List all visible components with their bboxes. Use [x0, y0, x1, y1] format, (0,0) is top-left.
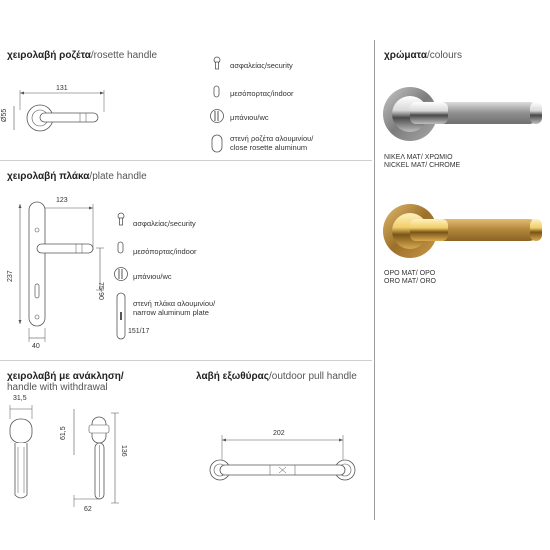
column-divider: [374, 40, 375, 520]
withdrawal-side-dimension: 61,5: [60, 426, 67, 440]
plate-option-wc: μπάνιου/wc: [133, 272, 172, 281]
withdrawal-top-dimension: 31,5: [13, 395, 27, 402]
oro-handle-image: [383, 204, 542, 258]
rosette-option-wc: μπάνιου/wc: [230, 113, 269, 122]
withdrawal-handle-drawing: [9, 405, 119, 507]
rosette-section-title: χειρολαβή ροζέτα/rosette handle: [7, 50, 158, 61]
plate-option-narrow-plate: στενή πλάκα αλουμινίου/ narrow aluminum …: [133, 299, 216, 317]
plate-height-dimension: 237: [7, 270, 14, 282]
security-keyhole-icon: [213, 56, 221, 70]
narrow-plate-dimension: 151/17: [128, 328, 150, 335]
outdoor-section-title: λαβή εξωθύρας/outdoor pull handle: [196, 371, 357, 382]
outdoor-handle-drawing: [209, 435, 356, 481]
indoor-keyhole-icon: [213, 85, 220, 98]
rosette-handle-drawing: [13, 90, 105, 132]
plate-section-title: χειρολαβή πλάκα/plate handle: [7, 171, 147, 182]
indoor-keyhole-icon: [117, 241, 124, 254]
wc-lock-icon: [114, 267, 128, 281]
wc-lock-icon: [210, 109, 224, 123]
plate-spacing-dimension: 75-90: [97, 282, 104, 300]
plate-width-dimension: 123: [56, 197, 68, 204]
section-divider-2: [0, 360, 372, 361]
colour-oro-caption: ΟΡΟ ΜΑΤ/ ΟΡΟ ORO MAT/ ORO: [384, 270, 436, 285]
rosette-width-dimension: 131: [56, 85, 68, 92]
rosette-diameter-dimension: Ø55: [1, 108, 8, 122]
plate-option-security: ασφαλείας/security: [133, 219, 196, 228]
close-rosette-icon: [211, 134, 223, 153]
colours-section-title: χρώματα/colours: [384, 50, 463, 61]
rosette-option-indoor: μεσόπορτας/indoor: [230, 89, 294, 98]
withdrawal-height-dimension: 136: [120, 445, 127, 457]
rosette-option-close-rosette: στενή ροζέτα αλουμινίου/ close rosette a…: [230, 134, 314, 152]
rosette-option-security: ασφαλείας/security: [230, 61, 293, 70]
nickel-chrome-handle-image: [383, 87, 542, 141]
plate-base-width-dimension: 40: [32, 343, 40, 350]
withdrawal-bottom-dimension: 62: [84, 506, 92, 513]
plate-option-indoor: μεσόπορτας/indoor: [133, 247, 197, 256]
colour-nickel-chrome-caption: ΝΙΚΕΛ ΜΑΤ/ ΧΡΩΜΙΟ NICKEL MAT/ CHROME: [384, 154, 461, 169]
outdoor-length-dimension: 202: [273, 430, 285, 437]
plate-handle-drawing: [18, 201, 104, 342]
section-divider-1: [0, 160, 372, 161]
withdrawal-section-title: χειρολαβή με ανάκληση/ handle with withd…: [7, 371, 124, 393]
narrow-plate-icon: [116, 292, 126, 340]
security-keyhole-icon: [117, 212, 125, 226]
